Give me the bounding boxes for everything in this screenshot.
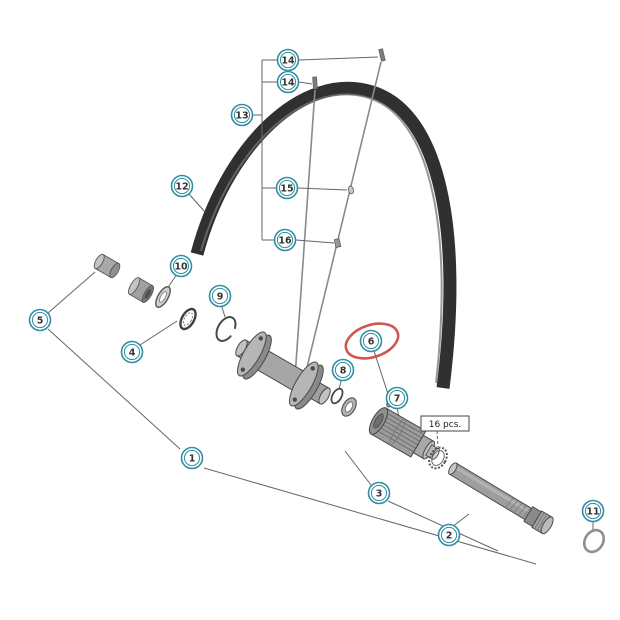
callouts: 14 14 13 12 15 16 10 9 — [28, 48, 605, 547]
callout-12: 12 — [170, 174, 194, 198]
callout-8: 8 — [331, 358, 355, 382]
callout-5: 5 — [28, 308, 52, 332]
axle — [448, 462, 554, 535]
seal-ring — [155, 286, 171, 308]
svg-text:5: 5 — [37, 315, 44, 326]
svg-text:15: 15 — [280, 183, 293, 194]
svg-text:9: 9 — [217, 291, 224, 302]
callout-16: 16 — [273, 228, 297, 252]
svg-text:6: 6 — [368, 336, 375, 347]
serrated-washer — [428, 446, 448, 470]
svg-text:10: 10 — [174, 261, 188, 272]
bearing — [179, 307, 197, 331]
callout-15: 15 — [275, 176, 299, 200]
callout-13: 13 — [230, 103, 254, 127]
svg-text:2: 2 — [446, 530, 453, 541]
pcs-label-text: 16 pcs. — [429, 420, 462, 430]
spokes — [293, 48, 386, 393]
end-cap — [93, 253, 121, 279]
pcs-label-box: 16 pcs. — [420, 415, 470, 432]
callout-14-lower: 14 — [276, 70, 300, 94]
callout-6-highlighted: 6 — [359, 329, 383, 353]
cone-cap — [127, 277, 155, 303]
svg-text:11: 11 — [586, 506, 599, 517]
svg-text:8: 8 — [340, 365, 347, 376]
callout-10: 10 — [169, 254, 193, 278]
svg-text:16: 16 — [278, 235, 292, 246]
svg-text:4: 4 — [129, 347, 136, 358]
svg-text:13: 13 — [235, 110, 248, 121]
wheel-rim — [190, 81, 457, 389]
highlight-circle-part-6 — [344, 322, 400, 360]
callout-2: 2 — [437, 523, 461, 547]
spoke-nipple — [378, 48, 386, 62]
callout-3: 3 — [367, 481, 391, 505]
svg-text:3: 3 — [376, 488, 383, 499]
callout-9: 9 — [208, 284, 232, 308]
svg-text:12: 12 — [175, 181, 188, 192]
o-ring-8 — [330, 387, 344, 405]
spoke-nipple — [312, 76, 318, 90]
svg-text:14: 14 — [281, 55, 295, 66]
svg-text:7: 7 — [394, 393, 401, 404]
svg-text:1: 1 — [189, 453, 196, 464]
o-ring-11 — [582, 528, 606, 554]
callout-7: 7 — [385, 386, 409, 410]
spoke-plug — [333, 238, 342, 248]
callout-4: 4 — [120, 340, 144, 364]
callout-11: 11 — [581, 499, 605, 523]
callout-1: 1 — [180, 446, 204, 470]
spacer-ring — [341, 397, 357, 417]
spoke-washer — [348, 185, 354, 195]
snap-ring — [215, 316, 237, 342]
leader-lines — [47, 56, 594, 565]
callout-14-upper: 14 — [276, 48, 300, 72]
hub-shell — [235, 331, 331, 410]
svg-text:14: 14 — [281, 77, 295, 88]
freehub-body — [368, 407, 440, 460]
